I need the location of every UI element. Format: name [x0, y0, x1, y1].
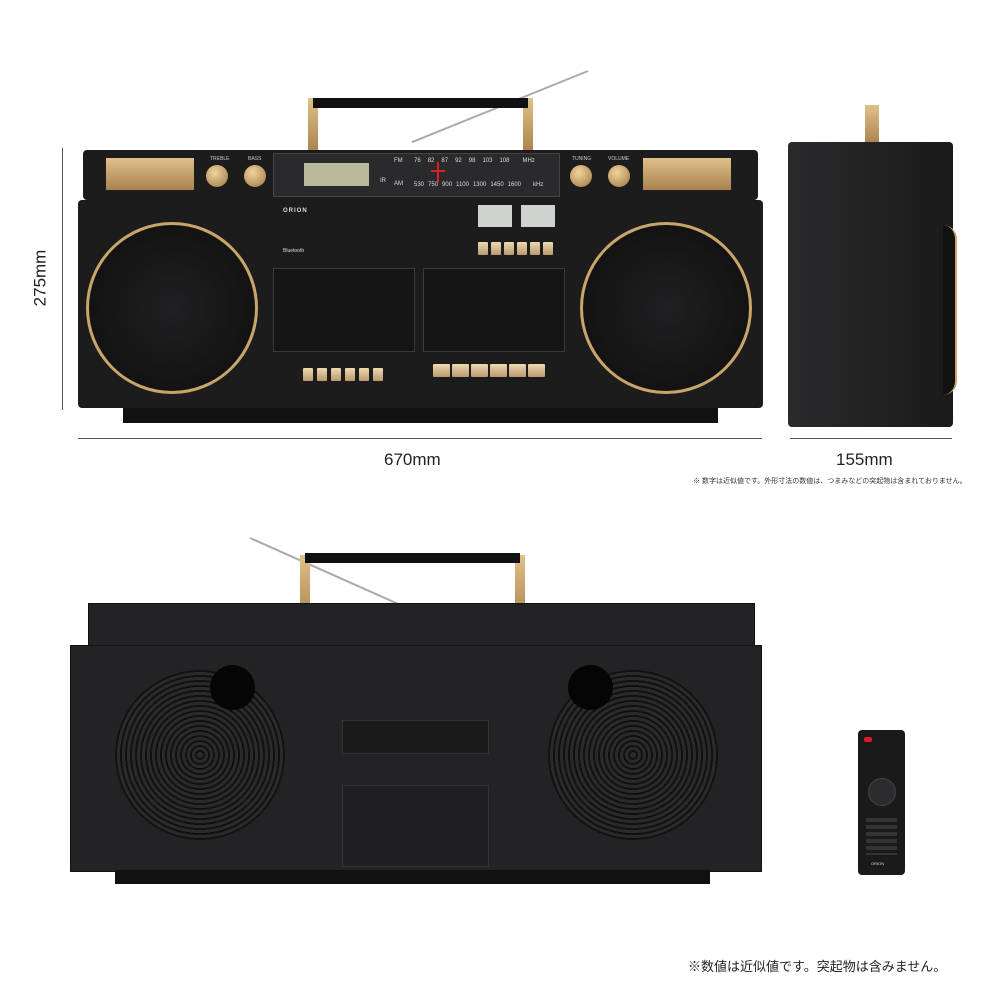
volume-knob[interactable]	[608, 165, 630, 187]
cassette-deck	[423, 268, 565, 352]
handle-bar	[313, 98, 528, 108]
fm-tick: 98	[468, 158, 476, 164]
left-speaker	[86, 222, 258, 394]
cassette-button[interactable]	[433, 364, 450, 377]
cassette-button[interactable]	[528, 364, 545, 377]
cassette-button[interactable]	[490, 364, 507, 377]
tuner-needle-cross	[431, 170, 445, 172]
meter-left	[478, 205, 512, 227]
fm-scale: 76 82 87 92 98 103 108 MHz	[414, 158, 535, 164]
brand-logo: ORION	[283, 208, 308, 214]
am-tick: 1450	[490, 182, 504, 188]
fm-tick: 92	[455, 158, 462, 164]
cd-button[interactable]	[359, 368, 369, 381]
am-unit: kHz	[533, 182, 544, 188]
back-feet	[115, 870, 710, 884]
cassette-buttons	[433, 364, 545, 377]
remote-control: ORION	[858, 730, 905, 875]
fm-tick: 82	[427, 158, 435, 164]
left-bass-port	[210, 665, 255, 710]
function-buttons	[478, 242, 553, 255]
cd-player	[273, 268, 415, 352]
treble-label: TREBLE	[210, 156, 230, 162]
back-handle-left	[300, 555, 310, 625]
cd-button[interactable]	[303, 368, 313, 381]
right-vu-window	[643, 158, 731, 190]
am-tick: 1100	[456, 182, 469, 188]
handle-left	[308, 98, 318, 153]
ir-label: IR	[380, 178, 386, 184]
cd-button[interactable]	[331, 368, 341, 381]
cd-button[interactable]	[317, 368, 327, 381]
back-view	[70, 515, 762, 885]
am-tick: 900	[442, 182, 453, 188]
right-bass-port	[568, 665, 613, 710]
fm-tick: 103	[482, 158, 493, 164]
am-tick: 750	[428, 182, 439, 188]
fm-tick: 76	[414, 158, 421, 164]
right-speaker	[580, 222, 752, 394]
depth-dimension-line	[790, 438, 952, 439]
meter-right	[521, 205, 555, 227]
am-label: AM	[394, 181, 403, 187]
tuning-label: TUNING	[572, 156, 592, 162]
cd-buttons	[303, 368, 383, 381]
note-top: ※ 数字は近似値です。外形寸法の数値は、つまみなどの突起物は含まれておりません。	[693, 478, 967, 485]
treble-knob[interactable]	[206, 165, 228, 187]
fm-tick: 87	[441, 158, 449, 164]
cd-button[interactable]	[373, 368, 383, 381]
function-button[interactable]	[504, 242, 514, 255]
am-tick: 530	[414, 182, 425, 188]
handle-right	[523, 98, 533, 153]
left-vu-window	[106, 158, 194, 190]
back-top	[88, 603, 755, 650]
height-dimension-line	[62, 148, 63, 410]
remote-dpad[interactable]	[868, 778, 896, 806]
cassette-button[interactable]	[471, 364, 488, 377]
width-label: 670mm	[384, 450, 441, 469]
side-handle	[865, 105, 879, 145]
am-tick: 1600	[507, 182, 522, 188]
power-socket-panel	[342, 720, 489, 754]
volume-label: VOLUME	[608, 156, 630, 162]
note-bottom: ※数値は近似値です。突起物は含みません。	[688, 959, 947, 974]
cassette-button[interactable]	[452, 364, 469, 377]
front-view: TREBLE BASS TUNING VOLUME FM AM IR 76 82 8…	[78, 70, 768, 425]
depth-label: 155mm	[836, 450, 893, 469]
left-rear-grille	[115, 670, 285, 840]
side-speaker-edge	[943, 225, 957, 395]
remote-keypad[interactable]	[866, 815, 897, 855]
back-handle-bar	[305, 553, 520, 563]
bluetooth-label: Bluetooth	[283, 248, 305, 254]
remote-brand: ORION	[871, 861, 885, 866]
function-button[interactable]	[543, 242, 553, 255]
fm-unit: MHz	[522, 158, 535, 164]
function-button[interactable]	[530, 242, 540, 255]
cd-button[interactable]	[345, 368, 355, 381]
am-tick: 1300	[472, 182, 487, 188]
tuner-needle	[437, 162, 439, 182]
remote-power-button[interactable]	[864, 737, 872, 742]
battery-cover	[342, 785, 489, 867]
width-dimension-line	[78, 438, 762, 439]
back-handle-right	[515, 555, 525, 625]
fm-label: FM	[394, 158, 403, 164]
function-button[interactable]	[517, 242, 527, 255]
height-label: 275mm	[30, 249, 50, 307]
fm-tick: 108	[499, 158, 510, 164]
lcd-display	[304, 163, 369, 186]
side-body	[788, 142, 953, 427]
feet	[123, 408, 718, 423]
cassette-button[interactable]	[509, 364, 526, 377]
bass-label: BASS	[248, 156, 262, 162]
function-button[interactable]	[491, 242, 501, 255]
tuning-knob[interactable]	[570, 165, 592, 187]
side-view	[785, 100, 965, 430]
bass-knob[interactable]	[244, 165, 266, 187]
function-button[interactable]	[478, 242, 488, 255]
